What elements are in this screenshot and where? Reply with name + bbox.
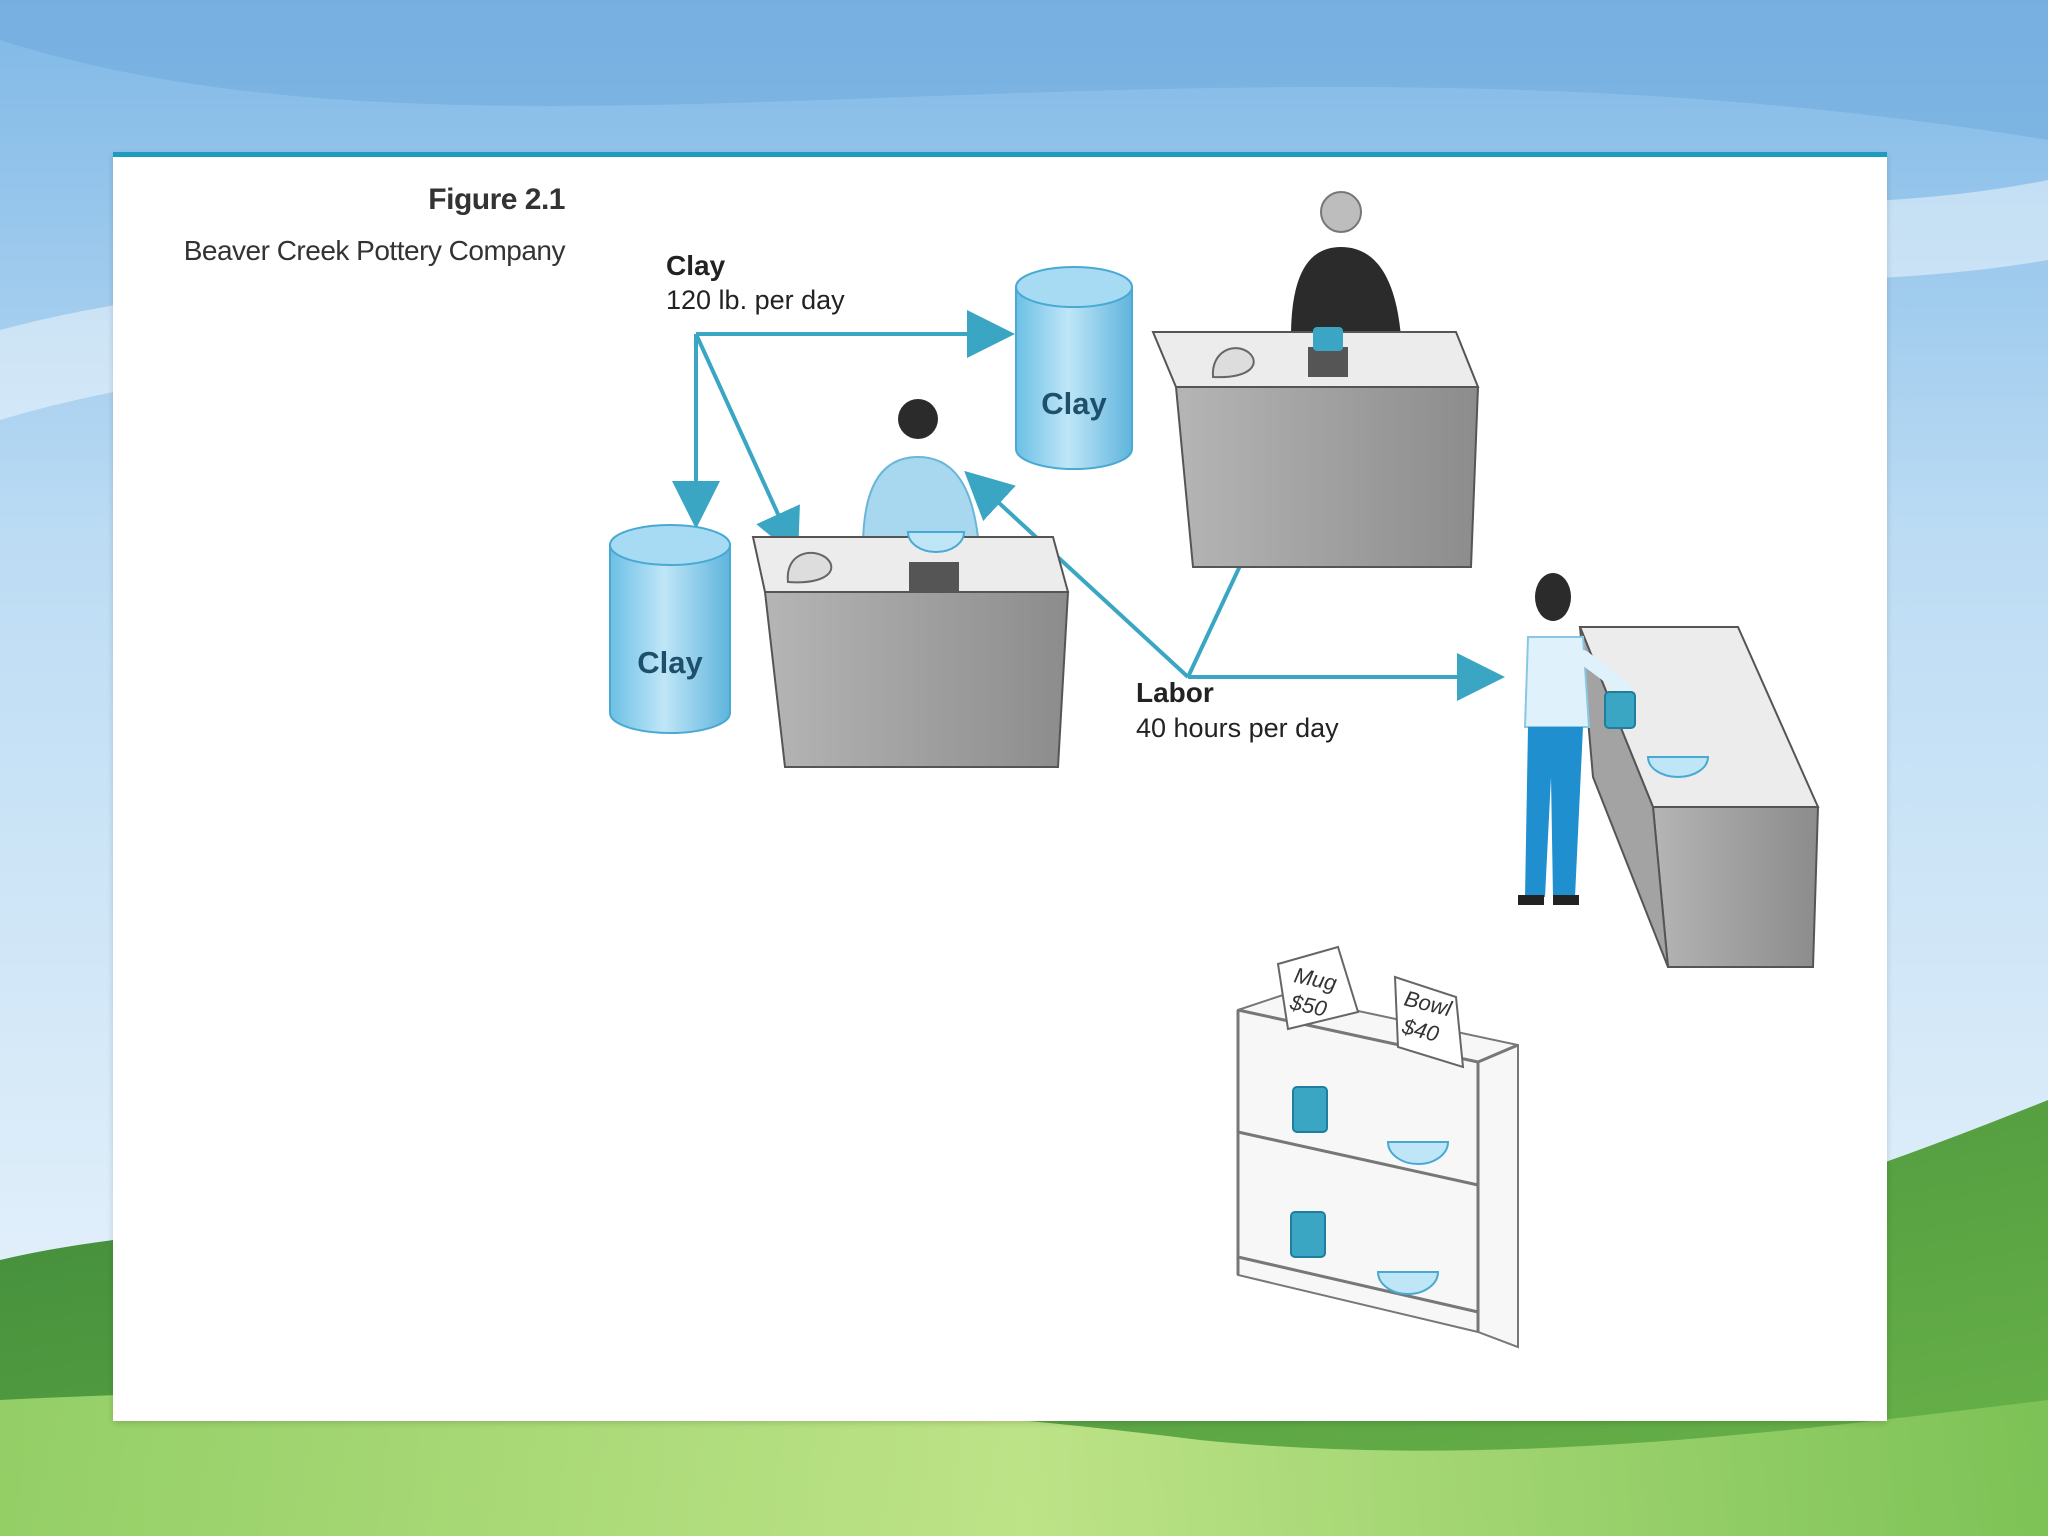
pottery-wheel-top [1308,347,1348,377]
labor-arrow-left-worker [964,470,1190,679]
worker-left [861,399,981,548]
sky-wave [0,0,2048,140]
figure-subtitle: Beaver Creek Pottery Company [183,235,566,266]
clay-barrel-top: Clay [1015,266,1133,470]
display-shelf: Mug $50 Bowl $40 [1236,945,1519,1349]
shelf-bowl-bottom [1376,1271,1440,1295]
clay-arrow-left-desk [694,333,800,558]
shelf-board-bottom [1237,1255,1479,1314]
green-hill-front [0,1390,2048,1536]
figure-panel: Figure 2.1 Beaver Creek Pottery Company … [113,152,1887,1421]
clay-barrel-top-label: Clay [1041,386,1107,421]
worker-right-station [1518,573,1820,968]
clay-barrel-left: Clay [609,524,731,734]
labor-input-title: Labor [1136,677,1214,708]
clay-input-amount: 120 lb. per day [666,285,845,315]
pottery-diagram: Clay 120 lb. per day Labor 40 hours per … [609,191,1820,1349]
worker-top-station [1151,191,1480,568]
bowl-in-progress [906,531,966,553]
mug-price-sign: Mug $50 [1276,945,1360,1031]
worker-left-station [751,399,1070,768]
clay-input-title: Clay [666,250,726,281]
clay-lump-left [786,552,833,584]
clay-lump-top [1211,347,1255,379]
pottery-wheel-left [909,562,959,592]
figure-title: Figure 2.1 [428,183,565,216]
glazed-bowl [1646,756,1710,778]
shelf-mug-top [1292,1086,1328,1133]
worker-top [1291,191,1401,337]
shelf-mug-bottom [1290,1211,1326,1258]
shelf-board-middle [1237,1130,1479,1187]
labor-input-amount: 40 hours per day [1136,713,1339,743]
clay-flow-arrows [672,310,1015,558]
mug-in-progress [1313,327,1343,351]
glazed-mug [1604,691,1636,729]
clay-barrel-left-label: Clay [637,645,703,680]
worker-right [1518,573,1630,905]
shelf-bowl-top [1386,1141,1450,1165]
